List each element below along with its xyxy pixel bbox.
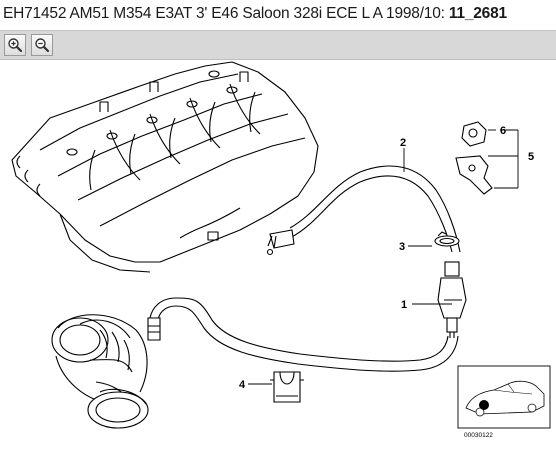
location-marker-icon	[479, 400, 489, 410]
leader-lines	[248, 129, 519, 385]
header-bar: EH71452 AM51 M354 E3AT 3' E46 Saloon 328…	[0, 0, 556, 30]
toolbar	[0, 30, 556, 60]
parts-diagram-canvas: 1 2 3 4 5 6 00030122	[0, 60, 556, 449]
intake-boot-illustration	[51, 314, 149, 429]
title-text: EH71452 AM51 M354 E3AT 3' E46 Saloon 328…	[3, 5, 449, 22]
vehicle-thumbnail	[457, 365, 551, 429]
title-part-number: 11_2681	[448, 5, 507, 22]
zoom-out-icon	[35, 38, 50, 53]
zoom-out-button[interactable]	[31, 34, 53, 56]
parts-diagram: 1 2 3 4 5 6 00030122	[11, 61, 551, 439]
callout-6[interactable]: 6	[500, 125, 506, 137]
zoom-in-icon	[8, 38, 23, 53]
callout-4[interactable]: 4	[239, 379, 246, 391]
intake-manifold-illustration	[11, 61, 319, 273]
thumbnail-image-id: 00030122	[464, 432, 493, 439]
callout-5[interactable]: 5	[528, 151, 534, 163]
bracket-illustration	[455, 121, 493, 195]
callout-3[interactable]: 3	[399, 241, 405, 253]
vent-hose-lower	[147, 297, 459, 372]
callout-1[interactable]: 1	[401, 299, 407, 311]
callout-2[interactable]: 2	[400, 137, 406, 149]
zoom-in-button[interactable]	[4, 34, 26, 56]
diagram-title: EH71452 AM51 M354 E3AT 3' E46 Saloon 328…	[3, 5, 507, 23]
vent-hose-upper	[266, 165, 461, 256]
grommet-illustration	[270, 371, 304, 403]
hose-clamp-illustration	[434, 231, 460, 247]
ventilation-valve-illustration	[437, 261, 467, 338]
